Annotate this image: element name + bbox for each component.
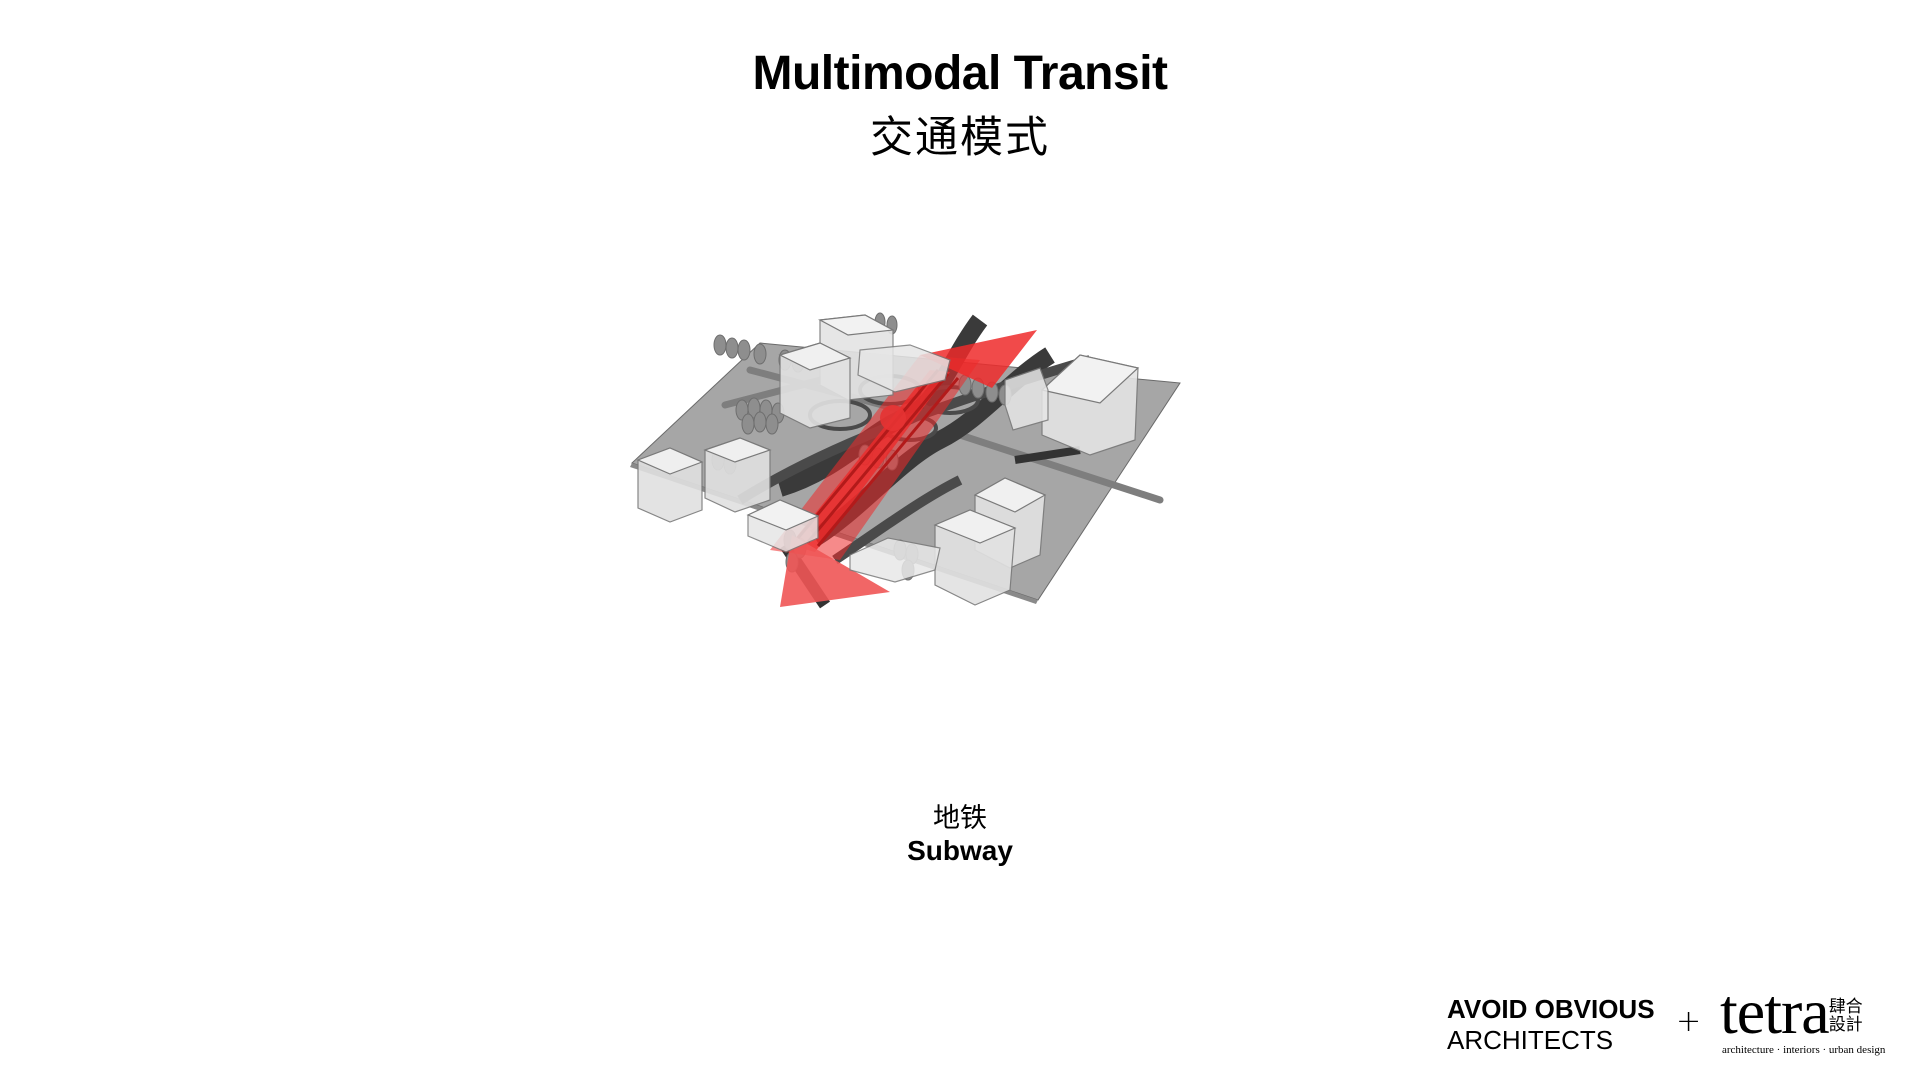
firm-name-line2: ARCHITECTS	[1447, 1025, 1614, 1055]
caption-english: Subway	[907, 835, 1013, 866]
tetra-wordmark: tetra	[1720, 976, 1830, 1047]
subway-axonometric-diagram	[630, 312, 1181, 609]
avoid-obvious-logo: AVOID OBVIOUS ARCHITECTS	[1447, 994, 1655, 1056]
station-dot-icon	[880, 405, 906, 431]
page-title: Multimodal Transit	[752, 47, 1168, 100]
page-title-chinese: 交通模式	[870, 113, 1050, 163]
tetra-tagline: architecture · interiors · urban design	[1722, 1044, 1886, 1056]
subway-line	[770, 330, 1037, 607]
firm-name-line1: AVOID OBVIOUS	[1447, 994, 1655, 1024]
tetra-logo: tetra肆合設計 architecture · interiors · urb…	[1720, 976, 1885, 1057]
direction-arrow-icon	[780, 535, 890, 607]
buildings	[636, 314, 1140, 606]
plus-sign: +	[1676, 1004, 1702, 1039]
caption-chinese: 地铁	[933, 803, 987, 834]
direction-arrow-icon	[920, 330, 1037, 388]
tetra-chinese-mark: 肆合設計	[1828, 997, 1863, 1035]
